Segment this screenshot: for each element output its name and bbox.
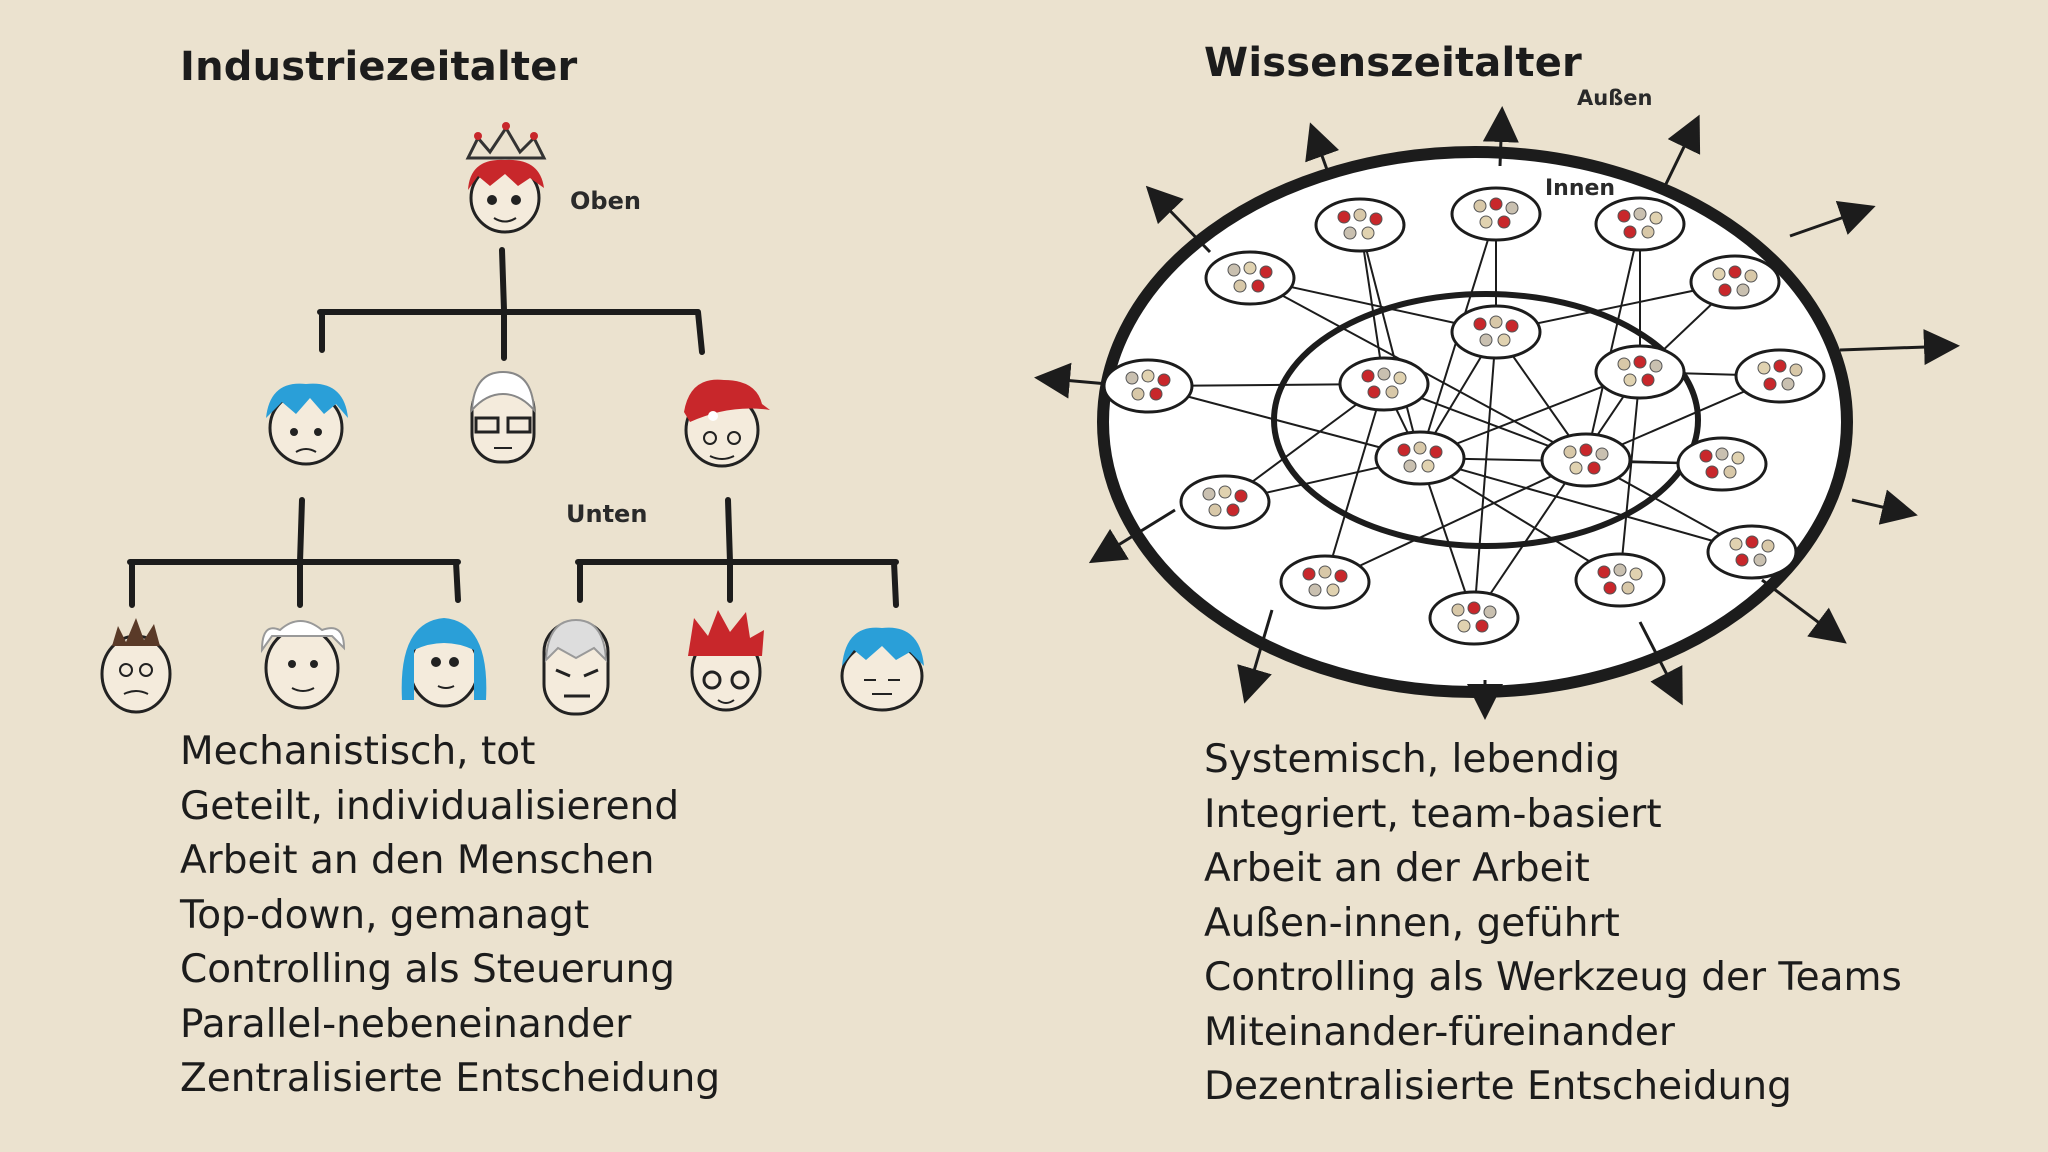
team-oval-icon <box>1594 344 1686 400</box>
team-link <box>1147 385 1421 459</box>
face-worker-3 <box>401 618 487 708</box>
team-oval-icon <box>1204 250 1296 306</box>
right-list: Systemisch, lebendig Integriert, team-ba… <box>1204 733 1902 1115</box>
left-list-item: Parallel-nebeneinander <box>180 1001 632 1047</box>
team-oval-icon <box>1734 348 1826 404</box>
left-list: Mechanistisch, tot Geteilt, individualis… <box>180 725 720 1107</box>
outward-arrow-icon <box>1305 122 1340 179</box>
team-link <box>1473 371 1641 619</box>
right-list-item: Außen-innen, geführt <box>1204 900 1620 946</box>
outward-arrow-icon <box>1789 200 1876 238</box>
left-list-item: Controlling als Steuerung <box>180 947 675 992</box>
team-oval-icon <box>1676 436 1768 492</box>
left-list-item: Zentralisierte Entscheidung <box>180 1056 721 1101</box>
label-outer: Außen <box>1577 86 1653 110</box>
left-list-item: Top-down, gemanagt <box>180 892 590 938</box>
left-list-item: Arbeit an den Menschen <box>180 838 655 883</box>
face-manager-3 <box>684 379 770 468</box>
face-worker-6 <box>840 627 924 712</box>
team-oval-icon <box>1450 186 1542 242</box>
team-link <box>1359 224 1421 459</box>
team-oval-icon <box>1594 196 1686 252</box>
team-link <box>1324 459 1587 583</box>
team-link <box>1473 331 1497 619</box>
team-link <box>1585 223 1641 461</box>
team-oval-icon <box>1540 432 1632 488</box>
team-oval-icon <box>1689 254 1781 310</box>
team-link <box>1619 371 1641 581</box>
face-worker-1 <box>100 618 172 714</box>
outward-arrow-icon <box>1851 489 1918 525</box>
team-oval-icon <box>1428 590 1520 646</box>
network-diagram <box>1034 106 1960 720</box>
left-list-item: Geteilt, individualisierend <box>180 783 680 829</box>
team-oval-icon <box>1338 356 1430 412</box>
label-top: Oben <box>570 187 641 215</box>
team-oval-icon <box>1279 554 1371 610</box>
team-oval-icon <box>1102 358 1194 414</box>
face-worker-2 <box>260 620 346 710</box>
team-oval-icon <box>1374 430 1466 486</box>
outward-arrow-icon <box>1638 621 1683 706</box>
right-title: Wissenszeitalter <box>1204 40 1582 86</box>
outward-arrow-icon <box>1237 609 1274 704</box>
team-oval-icon <box>1179 474 1271 530</box>
crown-icon <box>465 122 547 160</box>
right-list-item: Miteinander-füreinander <box>1204 1009 1675 1055</box>
right-list-item: Controlling als Werkzeug der Teams <box>1204 955 1902 1000</box>
team-oval-icon <box>1574 552 1666 608</box>
team-link <box>1324 383 1385 583</box>
team-oval-icon <box>1314 197 1406 253</box>
face-boss <box>468 159 544 234</box>
label-bottom: Unten <box>566 500 648 528</box>
left-title: Industriezeitalter <box>180 44 578 90</box>
outward-arrow-icon <box>1482 106 1519 167</box>
team-oval-icon <box>1450 304 1542 360</box>
outward-arrow-icon <box>1145 185 1212 254</box>
team-oval-icon <box>1706 524 1798 580</box>
face-worker-5 <box>688 610 764 712</box>
right-list-item: Systemisch, lebendig <box>1204 737 1621 782</box>
right-list-item: Integriert, team-basiert <box>1204 791 1662 837</box>
face-manager-1 <box>266 383 348 466</box>
outward-arrow-icon <box>1034 362 1109 399</box>
face-manager-2 <box>470 370 536 464</box>
outward-arrow-icon <box>1088 508 1176 564</box>
team-link <box>1419 457 1621 581</box>
right-list-item: Dezentralisierte Entscheidung <box>1204 1064 1792 1109</box>
right-list-item: Arbeit an der Arbeit <box>1204 846 1590 891</box>
left-list-item: Mechanistisch, tot <box>180 729 536 774</box>
label-inner: Innen <box>1545 176 1616 201</box>
team-link <box>1419 457 1753 553</box>
hierarchy-diagram <box>100 122 924 716</box>
outward-arrow-icon <box>1761 578 1847 644</box>
outward-arrow-icon <box>1839 329 1960 366</box>
face-worker-4 <box>542 618 610 716</box>
outward-arrow-icon <box>1663 114 1701 187</box>
